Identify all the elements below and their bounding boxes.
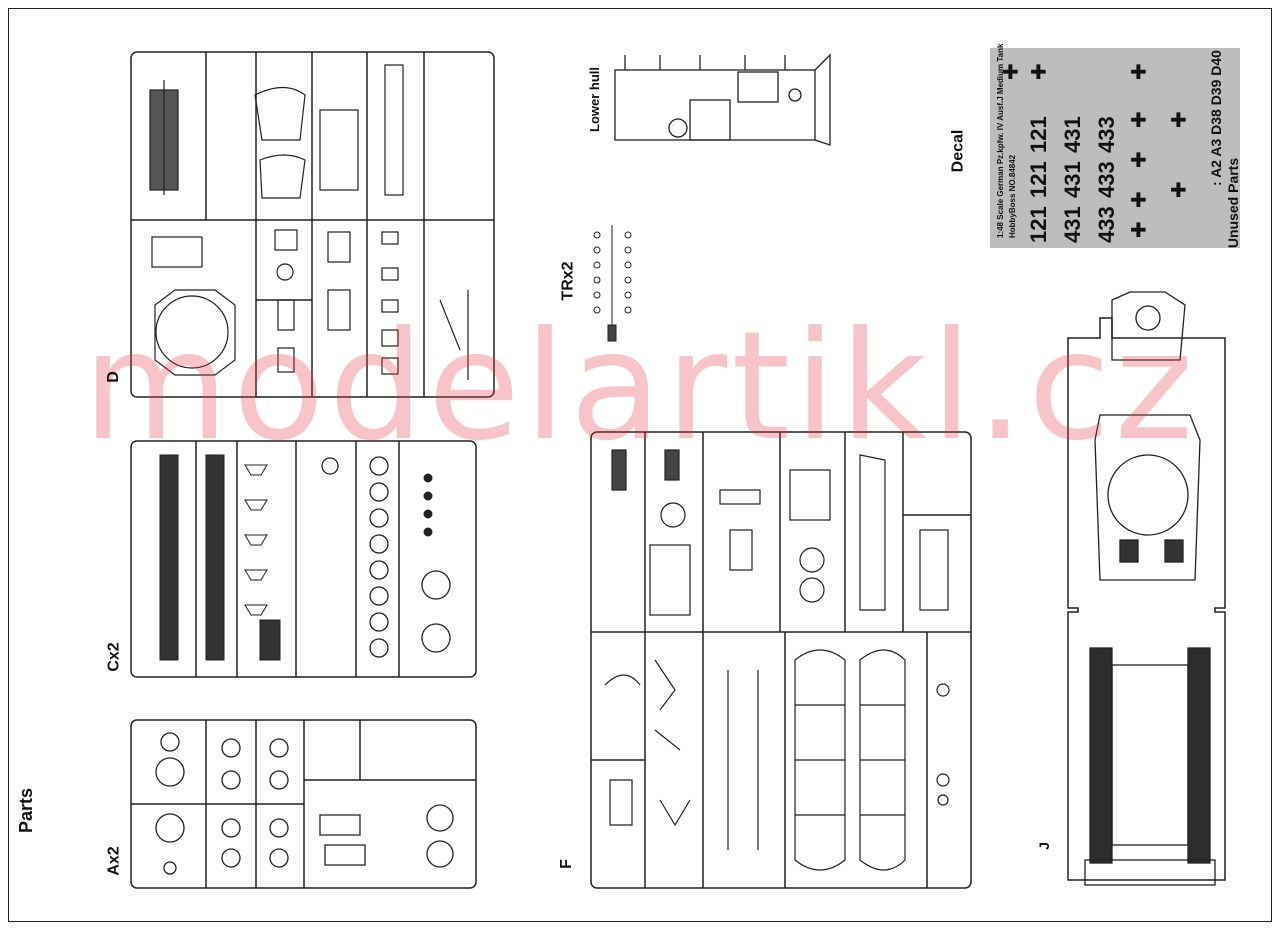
decal-number: 431 xyxy=(1060,116,1085,153)
decal-number: 431 xyxy=(1060,206,1085,243)
decal-number: 121 xyxy=(1026,161,1051,198)
cross-icon: ✚ xyxy=(1130,62,1147,84)
cross-icon: ✚ xyxy=(1130,190,1147,212)
parts-title: Parts xyxy=(16,787,37,834)
cross-icon: ✚ xyxy=(1130,220,1147,242)
sprue-c-label: Cx2 xyxy=(105,642,123,672)
unused-parts-list: : A2 A3 D38 D39 D40 xyxy=(1207,50,1224,186)
cross-icon: ✚ xyxy=(1170,180,1187,202)
cross-icon: ✚ xyxy=(1130,150,1147,172)
sprue-tr-label: TRx2 xyxy=(559,261,577,301)
decal-number: 121 xyxy=(1026,116,1051,153)
sprue-f-label: F xyxy=(557,859,575,869)
decal-number: 433 xyxy=(1094,116,1119,153)
lower-hull-drawing xyxy=(614,53,831,146)
cross-icon: ✚ xyxy=(1030,62,1047,84)
sprue-c-wheels xyxy=(321,456,451,658)
cross-icon: ✚ xyxy=(1002,62,1019,84)
sprue-c-parts xyxy=(159,454,281,661)
sprue-a-parts xyxy=(155,732,454,875)
sprue-d-label: D xyxy=(104,371,122,383)
sprue-tr-parts xyxy=(593,225,632,342)
sprue-f-parts xyxy=(604,449,950,871)
decal-number: 431 xyxy=(1060,161,1085,198)
part-j-label: J xyxy=(1035,842,1052,850)
cross-icon: ✚ xyxy=(1170,110,1187,132)
decal-number: 433 xyxy=(1094,206,1119,243)
lower-hull-label: Lower hull xyxy=(587,67,602,132)
decal-sheet: 1:48 Scale German Pz.kpfw. IV Ausf.J Med… xyxy=(990,44,1240,248)
decal-maker: HobbyBoss NO.84842 xyxy=(1008,154,1017,238)
decal-number: 433 xyxy=(1094,161,1119,198)
sprue-a-label: Ax2 xyxy=(105,846,123,876)
sprue-d-parts xyxy=(149,64,469,380)
part-j-frame xyxy=(1067,317,1226,881)
sprue-c-small xyxy=(244,464,433,616)
decal-number: 121 xyxy=(1026,206,1051,243)
cross-icon: ✚ xyxy=(1130,110,1147,132)
sprue-c-frame xyxy=(130,440,477,678)
part-j-drawing xyxy=(1084,291,1216,886)
sprue-f-frame xyxy=(590,431,972,889)
unused-parts-label: Unused Parts xyxy=(1225,157,1242,249)
page-frame xyxy=(8,8,1272,922)
decal-label: Decal xyxy=(949,129,967,173)
